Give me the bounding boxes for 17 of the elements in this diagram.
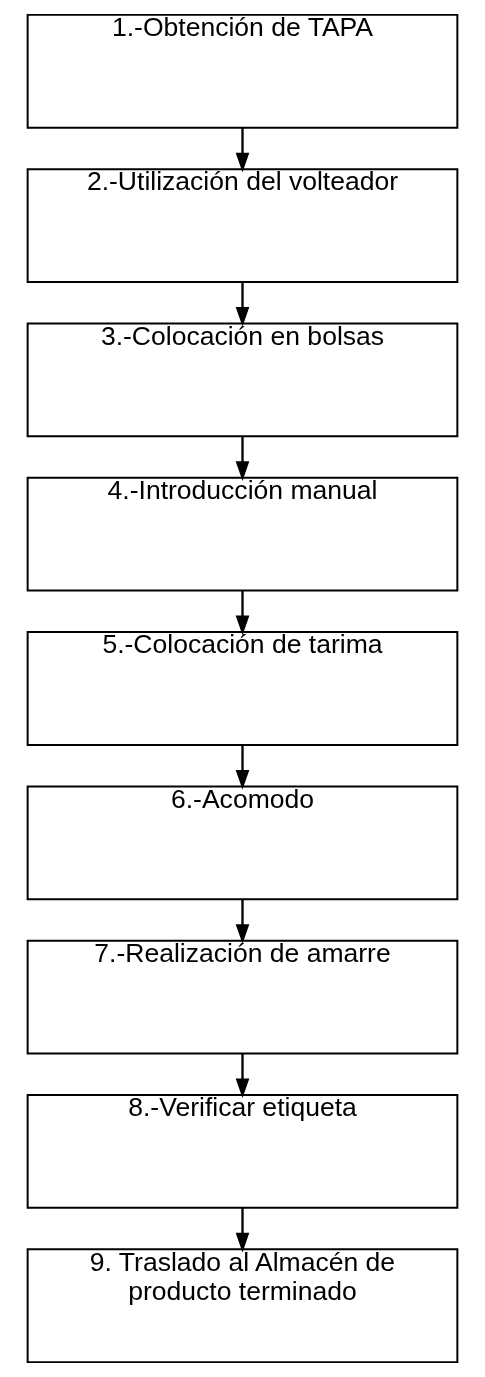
- arrow: [235, 127, 250, 173]
- arrow: [235, 745, 250, 790]
- node-box: 8.-Verificar etiqueta: [26, 1094, 459, 1209]
- arrow: [235, 590, 250, 636]
- arrow: [235, 1208, 250, 1253]
- arrow: [235, 1053, 250, 1099]
- node-box: 5.-Colocación de tarima: [26, 631, 459, 746]
- arrow: [235, 436, 250, 481]
- arrow: [235, 282, 250, 327]
- node-box: 4.-Introducción manual: [26, 476, 459, 592]
- node-box: 1.-Obtención de TAPA: [26, 13, 459, 129]
- node-box: 9. Traslado al Almacén de producto terminado: [26, 1248, 459, 1364]
- node-box: 3.-Colocación en bolsas: [26, 322, 459, 438]
- arrow: [235, 899, 250, 944]
- node-box: 7.-Realización de amarre: [26, 939, 459, 1055]
- node-box: 2.-Utilización del volteador: [26, 168, 459, 283]
- node-box: 6.-Acomodo: [26, 785, 459, 901]
